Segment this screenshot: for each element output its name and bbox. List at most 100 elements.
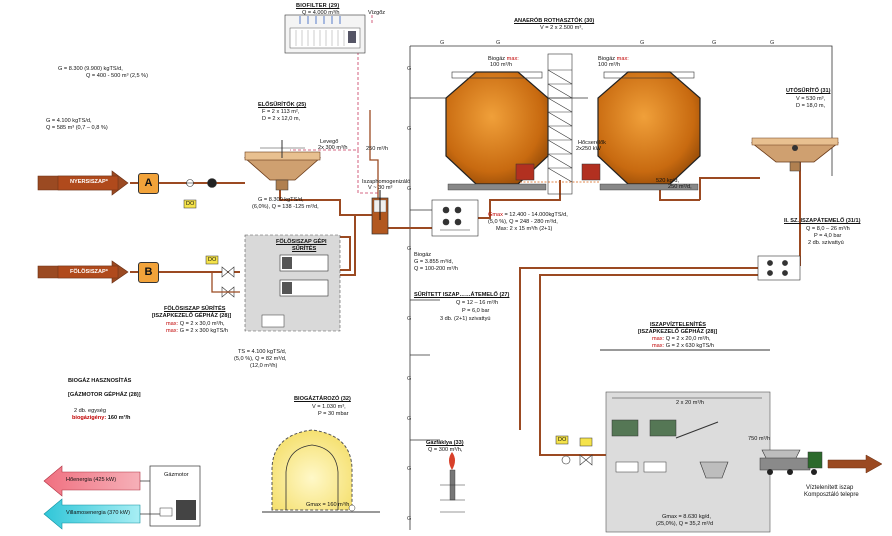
mech-house-g: max: G = 2 x 300 kgTS/h [166, 328, 229, 334]
thickened-g: G = 8.300 kgTS/d, [258, 197, 304, 203]
sludge-b-flow-q: Q = 585 m³ (0,7 – 0,8 %) [46, 125, 108, 131]
digesters-title: ANAERÓB ROTHASZTÓK (30) [514, 18, 595, 24]
sludge-b-flow-g: G = 4.100 kgTS/d, [46, 118, 92, 124]
gas-storage-v: V = 1.030 m³, [312, 404, 346, 410]
pump2-q: Q = 8,0 – 26 m³/h [806, 226, 850, 232]
gas-storage-p: P = 30 mbar [318, 411, 349, 417]
svg-text:G: G [407, 186, 411, 192]
air-label: Levegő [320, 139, 339, 145]
mech-thickening-enclosure [244, 234, 341, 332]
destination-l2: Komposztáló telepre [804, 492, 859, 498]
primary-thickener [243, 140, 322, 191]
gasmotor-label: Gázmotor [164, 472, 189, 478]
heat-exchanger-kw: 2x250 kW [576, 146, 601, 152]
digested-g: 520 kg/d, [656, 178, 680, 184]
mech-thick-title2: SŰRÍTÉS [292, 246, 317, 252]
dewater-out: 750 m³/h [748, 436, 771, 442]
heat-arrow [43, 465, 141, 497]
biogas-use-units: 2 db. egység [74, 408, 107, 414]
feed-q: (5,0 %), Q = 248 - 280 m³/d, [488, 219, 558, 225]
folosiszap-label: FÖLÖSISZAP* [70, 269, 108, 275]
pump1-p: P = 6,0 bar [462, 308, 490, 314]
biofilter-capacity: Q = 4.000 m³/h [302, 10, 340, 16]
svg-text:G: G [407, 126, 411, 132]
pump2-title: II. SZ. ISZAPÁTEMELŐ (31/1) [784, 218, 861, 224]
post-thickener-title: UTÓSŰRÍTŐ (31) [786, 88, 831, 94]
sludge-a-flow-q: Q = 400 - 500 m³ (2,5 %) [86, 73, 149, 79]
heat-exchangers [515, 163, 601, 181]
electricity-label: Villamosenergia (370 kW) [66, 510, 130, 516]
sludge-a-flow-g: G = 8.300 (9.900) kgTS/d, [58, 66, 123, 72]
do-markers [183, 199, 593, 447]
dewatering-inlet-valves [561, 454, 593, 466]
gas-storage-dome [262, 429, 380, 513]
gas-flare [440, 452, 465, 513]
air-flow: 2x 300 m³/h [318, 145, 348, 151]
mech-house-q: max: Q = 2 x 30,0 m³/h, [166, 321, 225, 327]
feed-max: Max: 2 x 15 m³/h (2+1) [496, 226, 553, 232]
pump2-n: 2 db. szivattyú [808, 240, 844, 246]
node-b: B [138, 262, 159, 283]
pump2-p: P = 4,0 bar [814, 233, 842, 239]
digester-left-gas: Biogáz max: [488, 56, 519, 62]
dewatering-building [600, 349, 771, 533]
mech-house-l2: [ISZAPKEZELŐ GÉPHÁZ (28)] [152, 313, 232, 319]
flare-q: Q = 300 m³/h, [428, 447, 463, 453]
dewatered-g: Gmax = 8.630 kg/d, [662, 514, 711, 520]
thickened-q: (6,0%), Q = 138 -125 m³/d, [252, 204, 319, 210]
digester-left-gas-q: 100 m³/h [490, 62, 513, 68]
dewater-q: max: Q = 2 x 20,0 m³/h, [652, 336, 711, 342]
digester-left [445, 71, 549, 191]
pump1-n: 3 db. (2+1) szivattyú [440, 316, 491, 322]
thickener-title: ELŐSŰRÍTŐK (25) [258, 102, 307, 108]
svg-text:G: G [407, 516, 411, 522]
svg-text:G: G [712, 40, 716, 46]
biogas-use-title: BIOGÁZ HASZNOSÍTÁS [68, 378, 132, 384]
ts-h: (12,0 m³/h) [250, 363, 278, 369]
biogas-demand: biogázigény: 160 m³/h [72, 415, 131, 421]
svg-text:G: G [407, 66, 411, 72]
post-thickener-d: D = 18,0 m, [796, 103, 826, 109]
pump1-q: Q = 12 – 16 m³/h [456, 300, 499, 306]
feed-g: Gmax = 12.400 - 14.000kgTS/d, [488, 212, 568, 218]
mech-thick-title: FÖLÖSISZAP GÉPI [276, 239, 327, 245]
flare-title: Gázfáklya (33) [426, 440, 464, 446]
do-b: DO [208, 257, 217, 263]
dewater-flow: 2 x 20 m³/h [676, 400, 704, 406]
svg-text:G: G [640, 40, 644, 46]
truck [759, 451, 823, 475]
thickener-d: D = 2 x 12,0 m, [262, 116, 301, 122]
ts-q: (5,0 %), Q = 82 m³/d, [234, 356, 287, 362]
gasmotor-unit [140, 465, 201, 527]
dewater-g: max: G = 2 x 630 kgTS/h [652, 343, 715, 349]
gas-storage-gmax: Gmax = 160 m³/h [306, 502, 350, 508]
dewater-l1: ISZAPVÍZTELENÍTÉS [650, 322, 706, 328]
svg-text:G: G [407, 376, 411, 382]
biogas-g: G = 3.855 m³/d, [414, 259, 454, 265]
feed-pump-block [431, 199, 479, 237]
sludge-label-boxes [57, 175, 119, 279]
digested-q: 250 m³/d, [668, 184, 692, 190]
heat-exchanger-label: Hőcserélők [578, 140, 606, 146]
biogas-q: Q = 100-200 m³/h [414, 266, 458, 272]
biogas-use-house: [GÁZMOTOR GÉPHÁZ (28)] [68, 392, 141, 398]
homogenizer-volume: V ~ 30 m³ [368, 185, 393, 191]
heat-label: Hőenergia (425 kW) [66, 477, 117, 483]
svg-text:G: G [440, 40, 444, 46]
svg-text:G: G [407, 316, 411, 322]
electric-arrow [43, 498, 141, 530]
biofilter-title: BIOFILTER (29) [296, 3, 340, 9]
do-dewater: DO [558, 437, 567, 443]
vapour-label: Vízgőz [368, 10, 386, 16]
gas-storage-title: BIOGÁZTÁROZÓ (32) [294, 396, 351, 402]
do-a: DO [186, 201, 195, 207]
svg-text:G: G [407, 416, 411, 422]
svg-text:G: G [496, 40, 500, 46]
line-a-valves [186, 178, 217, 188]
homogenizer-title: Iszaphomogenizáló [362, 179, 411, 185]
digesters-volume: V = 2 x 2.500 m³, [540, 25, 583, 31]
svg-text:G: G [407, 466, 411, 472]
